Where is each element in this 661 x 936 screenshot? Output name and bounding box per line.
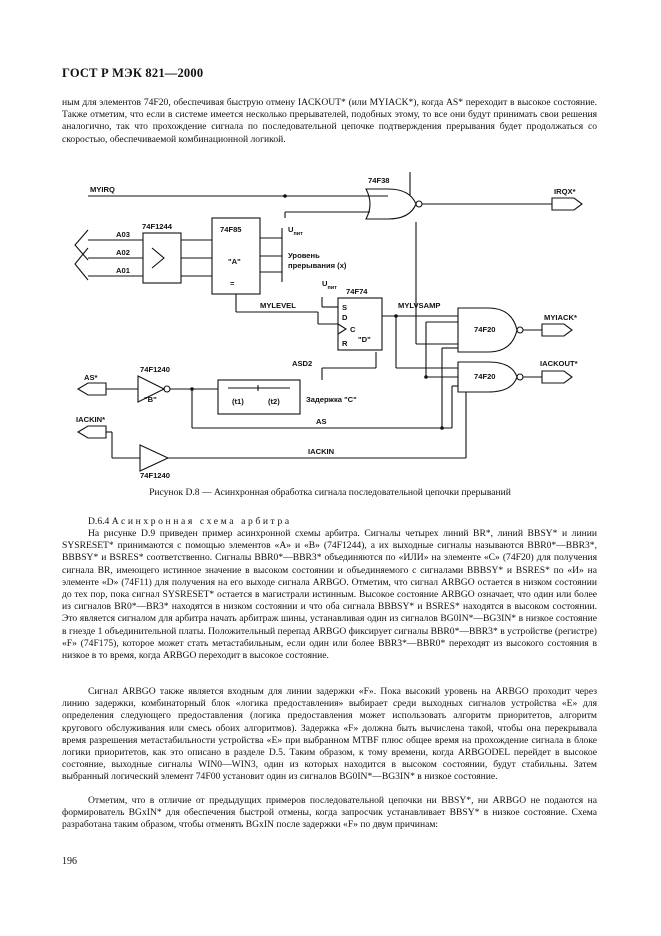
label-irqx: IRQX*	[554, 187, 576, 196]
label-as: AS	[316, 417, 327, 426]
paragraph-2: Сигнал ARBGO также является входным для …	[62, 686, 597, 783]
section-heading: D.6.4 Асинхронная схема арбитра	[88, 516, 292, 527]
circuit-diagram: MYIRQ 74F38 IRQX* 74F1244 A03 A02 A01 74…	[74, 172, 583, 480]
page-number: 196	[62, 856, 77, 867]
label-74f38: 74F38	[368, 176, 390, 185]
label-74f74: 74F74	[346, 287, 368, 296]
label-u-pit-1: Uпит	[288, 225, 303, 237]
label-t2: (t2)	[268, 397, 280, 406]
paragraph-1: На рисунке D.9 приведен пример асинхронн…	[62, 528, 597, 662]
label-pin-r: R	[342, 339, 348, 348]
label-level-1: Уровень	[288, 251, 320, 260]
label-74f1240-bot: 74F1240	[140, 471, 170, 480]
label-pin-d: D	[342, 313, 348, 322]
page-header: ГОСТ Р МЭК 821—2000	[62, 66, 204, 80]
label-block-a: "A"	[228, 257, 241, 266]
label-as-input: AS*	[84, 373, 98, 382]
label-a02: A02	[116, 248, 130, 257]
label-delay-c: Задержка "C"	[306, 395, 357, 404]
label-u-pit-2: Uпит	[322, 279, 337, 291]
intro-paragraph: ным для элементов 74F20, обеспечивая быс…	[62, 97, 597, 145]
label-pin-c: C	[350, 325, 356, 334]
label-74f20-b: 74F20	[474, 372, 496, 381]
label-a03: A03	[116, 230, 130, 239]
label-iackout: IACKOUT*	[540, 359, 578, 368]
section-title: Асинхронная схема арбитра	[111, 516, 292, 527]
label-eq: =	[230, 279, 235, 288]
label-asd2: ASD2	[292, 359, 312, 368]
label-block-b: "B"	[144, 395, 157, 404]
label-level-2: прерывания (x)	[288, 261, 347, 270]
label-mylevel: MYLEVEL	[260, 301, 296, 310]
label-74f1240-top: 74F1240	[140, 365, 170, 374]
label-74f1244: 74F1244	[142, 222, 173, 231]
label-myirq: MYIRQ	[90, 185, 115, 194]
figure-caption: Рисунок D.8 — Асинхронная обработка сигн…	[149, 487, 511, 498]
label-74f20-a: 74F20	[474, 325, 496, 334]
label-block-d: "D"	[358, 335, 371, 344]
label-mylvsamp: MYLVSAMP	[398, 301, 440, 310]
label-myiack: MYIACK*	[544, 313, 577, 322]
label-74f85: 74F85	[220, 225, 242, 234]
label-iackin: IACKIN	[308, 447, 334, 456]
label-t1: (t1)	[232, 397, 244, 406]
label-pin-s: S	[342, 303, 347, 312]
label-iackin-input: IACKIN*	[76, 415, 105, 424]
paragraph-3: Отметим, что в отличие от предыдущих при…	[62, 795, 597, 831]
label-a01: A01	[116, 266, 131, 275]
section-number: D.6.4	[88, 516, 110, 527]
